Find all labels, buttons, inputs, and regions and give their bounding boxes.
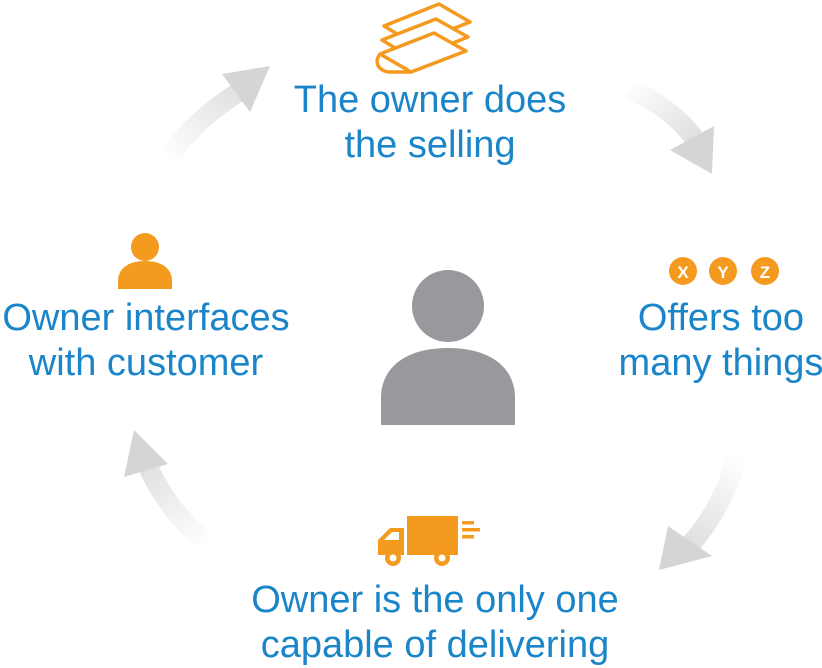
badge-x: X: [677, 263, 689, 282]
step-label-right-line2: many things: [618, 341, 822, 384]
badge-z: Z: [760, 263, 770, 282]
arrow-bottom-left: [124, 430, 215, 553]
step-label-bottom-line2: capable of delivering: [260, 623, 610, 666]
truck-icon: [378, 516, 480, 566]
step-label-top: The owner does the selling: [250, 78, 610, 168]
person-icon: [381, 270, 515, 425]
customer-person-icon: [118, 233, 172, 289]
step-label-top-line2: the selling: [344, 123, 516, 166]
step-label-right-line1: Offers too: [637, 297, 805, 339]
step-label-top-line1: The owner does: [293, 79, 567, 121]
step-label-left-line2: with customer: [28, 341, 264, 384]
arrow-top-left: [159, 66, 270, 164]
xyz-badges-icon: X Y Z: [669, 257, 779, 285]
arrow-top-right: [623, 78, 714, 174]
step-label-bottom-line1: Owner is the only one: [251, 579, 619, 621]
arrow-bottom-right: [659, 449, 748, 570]
step-label-left-line1: Owner interfaces: [2, 297, 290, 339]
step-label-right: Offers too many things: [610, 296, 822, 386]
step-label-left: Owner interfaces with customer: [0, 296, 292, 386]
step-label-bottom: Owner is the only one capable of deliver…: [225, 578, 645, 668]
badge-y: Y: [717, 263, 729, 282]
money-icon: [375, 2, 472, 74]
